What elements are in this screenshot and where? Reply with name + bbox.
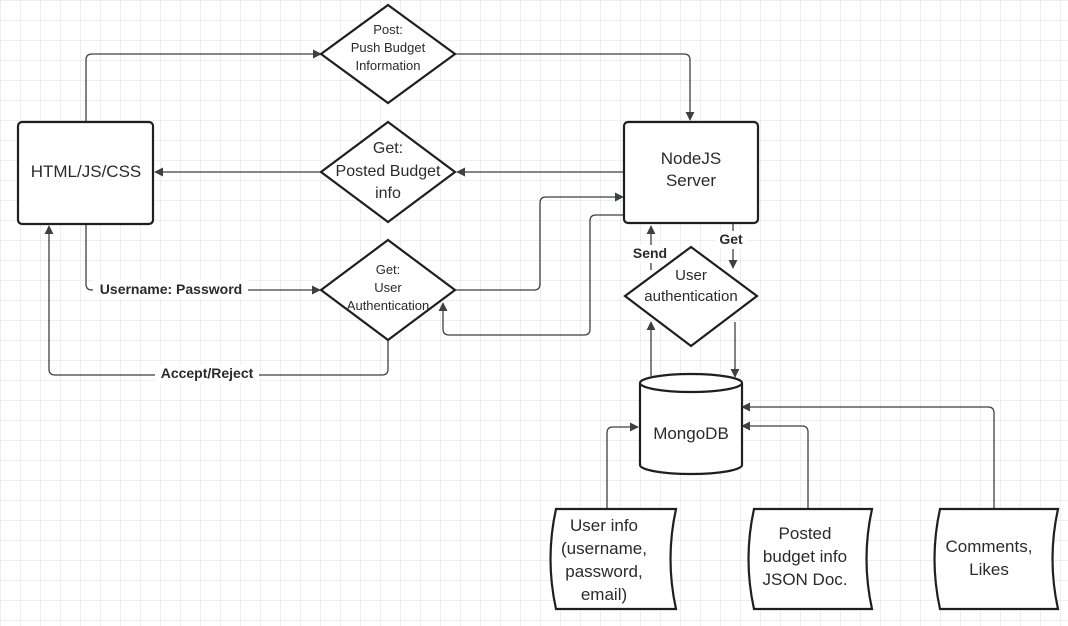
user-info-label-line3: password, xyxy=(565,562,642,581)
get-posted-budget-label-line1: Get: xyxy=(373,140,403,157)
posted-budget-label-line1: Posted xyxy=(779,524,832,543)
post-budget-label-line1: Post: xyxy=(373,22,403,37)
user-authentication-decision: User authentication xyxy=(623,245,759,348)
client-node: HTML/JS/CSS xyxy=(16,120,155,226)
connector-server-to-getauth xyxy=(438,214,624,336)
posted-budget-label-line3: JSON Doc. xyxy=(762,570,847,589)
comments-likes-datastore: Comments, Likes xyxy=(933,507,1060,611)
user-info-label-line1: User info xyxy=(570,516,638,535)
get-posted-budget-decision: Get: Posted Budget info xyxy=(319,120,457,224)
post-budget-decision: Post: Push Budget Information xyxy=(319,3,457,105)
edge-label-get-text: Get xyxy=(719,231,743,247)
user-info-label-line4: email) xyxy=(581,585,627,604)
edge-label-accept-reject-text: Accept/Reject xyxy=(161,365,254,381)
comments-likes-label-line1: Comments, xyxy=(946,537,1033,556)
post-budget-label-line3: Information xyxy=(355,58,420,73)
posted-budget-label-line2: budget info xyxy=(763,547,847,566)
connector-getauth-to-server xyxy=(455,192,624,291)
connector-userinfo-to-mongodb xyxy=(606,422,639,508)
server-node-label-line2: Server xyxy=(666,171,716,190)
get-user-auth-decision: Get: User Authentication xyxy=(319,238,457,342)
connector-post-to-server xyxy=(455,53,695,121)
get-posted-budget-label-line3: info xyxy=(375,185,401,202)
mongodb-database: MongoDB xyxy=(638,372,744,476)
user-authentication-label-line2: authentication xyxy=(644,288,737,305)
connector-comments-to-mongodb xyxy=(741,402,995,508)
get-user-auth-label-line3: Authentication xyxy=(347,298,429,313)
edge-label-send: Send xyxy=(629,245,671,263)
server-node: NodeJS Server xyxy=(622,120,760,225)
connector-client-to-getauth xyxy=(85,225,321,295)
edge-label-accept-reject: Accept/Reject xyxy=(155,365,259,383)
edge-label-credentials-text: Username: Password xyxy=(100,281,242,297)
server-node-label-line1: NodeJS xyxy=(661,149,721,168)
client-node-label: HTML/JS/CSS xyxy=(31,162,142,181)
connectors xyxy=(44,49,995,508)
connector-posted-to-mongodb xyxy=(741,421,809,508)
user-authentication-label-line1: User xyxy=(675,267,707,284)
get-user-auth-label-line2: User xyxy=(374,280,402,295)
connector-client-to-post xyxy=(85,49,322,121)
user-info-datastore: User info (username, password, email) xyxy=(549,507,678,611)
get-posted-budget-label-line2: Posted Budget xyxy=(336,163,442,180)
edge-label-send-text: Send xyxy=(633,245,667,261)
post-budget-label-line2: Push Budget xyxy=(351,40,426,55)
get-user-auth-label-line1: Get: xyxy=(376,262,401,277)
comments-likes-label-line2: Likes xyxy=(969,560,1009,579)
edge-label-credentials: Username: Password xyxy=(93,280,248,298)
edge-label-get: Get xyxy=(715,231,747,249)
mongodb-label: MongoDB xyxy=(653,424,729,443)
posted-budget-datastore: Posted budget info JSON Doc. xyxy=(747,507,874,611)
user-info-label-line2: (username, xyxy=(561,539,647,558)
